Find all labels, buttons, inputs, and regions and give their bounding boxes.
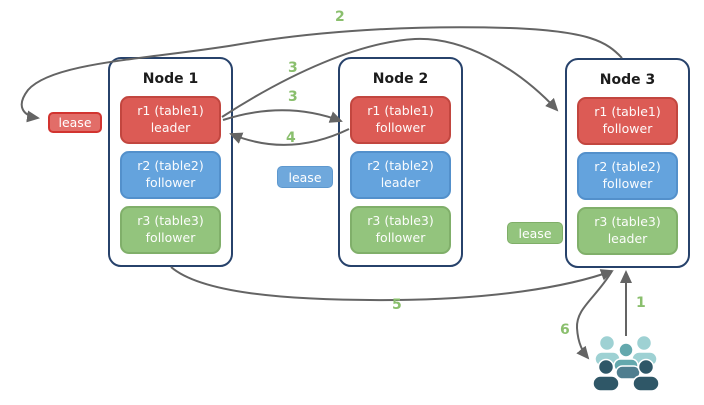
replica-role: follower (375, 120, 426, 135)
replica-name: r2 (table2) (137, 158, 204, 174)
replica-role: follower (602, 121, 653, 136)
node-3-title: Node 3 (599, 72, 656, 88)
node-2-replica-r2: r2 (table2) leader (350, 151, 451, 199)
node-1-title: Node 1 (142, 71, 199, 87)
step-label-5: 5 (392, 297, 402, 313)
replica-role: leader (150, 120, 191, 135)
replica-name: r1 (table1) (137, 103, 204, 119)
lease-badge-table2: lease (277, 166, 333, 188)
step-label-3b: 3 (288, 89, 298, 105)
node-3: Node 3 r1 (table1) follower r2 (table2) … (565, 58, 690, 268)
replica-name: r3 (table3) (594, 214, 661, 230)
lease-badge-table3: lease (507, 222, 563, 244)
node-2: Node 2 r1 (table1) follower r2 (table2) … (338, 57, 463, 267)
replica-name: r2 (table2) (367, 158, 434, 174)
replica-role: follower (145, 230, 196, 245)
node-1-replica-r1: r1 (table1) leader (120, 96, 221, 144)
node-1-replica-r3: r3 (table3) follower (120, 206, 221, 254)
replica-role: leader (607, 231, 648, 246)
step-label-1: 1 (636, 295, 646, 311)
node-1: Node 1 r1 (table1) leader r2 (table2) fo… (108, 57, 233, 267)
people-group-icon (592, 334, 660, 392)
replica-name: r3 (table3) (367, 213, 434, 229)
node-3-replica-r2: r2 (table2) follower (577, 152, 678, 200)
replica-role: follower (375, 230, 426, 245)
replica-role: leader (380, 175, 421, 190)
step-label-3a: 3 (288, 60, 298, 76)
replica-name: r2 (table2) (594, 159, 661, 175)
lease-badge-table1: lease (48, 112, 102, 133)
arrow-step6-node3-to-clients (575, 270, 613, 360)
step-label-4: 4 (286, 130, 296, 146)
replica-role: follower (602, 176, 653, 191)
replica-name: r3 (table3) (137, 213, 204, 229)
node-2-title: Node 2 (372, 71, 429, 87)
replica-name: r1 (table1) (594, 104, 661, 120)
arrow-step3-node1-to-node2 (222, 109, 343, 123)
node-3-replica-r3: r3 (table3) leader (577, 207, 678, 255)
replica-name: r1 (table1) (367, 103, 434, 119)
node-2-replica-r1: r1 (table1) follower (350, 96, 451, 144)
step-label-2: 2 (335, 9, 345, 25)
arrow-step5-node1-to-node3 (170, 266, 614, 302)
step-label-6: 6 (560, 322, 570, 338)
node-1-replica-r2: r2 (table2) follower (120, 151, 221, 199)
node-3-replica-r1: r1 (table1) follower (577, 97, 678, 145)
node-2-replica-r3: r3 (table3) follower (350, 206, 451, 254)
replica-role: follower (145, 175, 196, 190)
